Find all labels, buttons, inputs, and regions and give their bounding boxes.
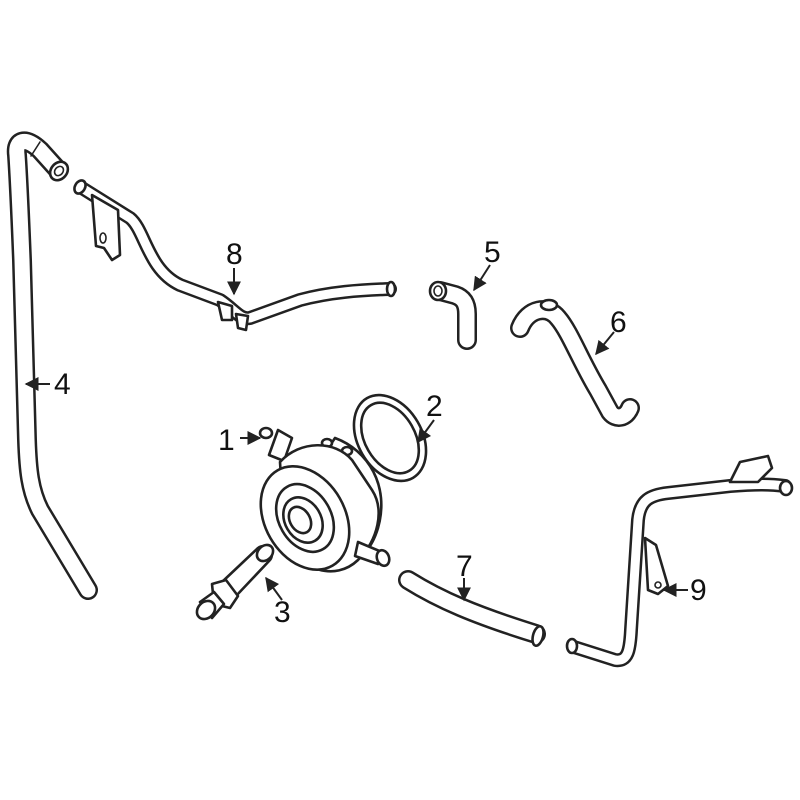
callout-8: 8 (226, 238, 243, 271)
part-8-metal-tube (73, 179, 397, 332)
part-9-metal-pipe (565, 454, 794, 668)
leader-5 (473, 264, 491, 292)
part-4-long-hose (6, 131, 98, 600)
part-7-straight-hose (398, 570, 546, 648)
part-6-curved-hose (510, 298, 640, 427)
part-2-o-ring (352, 393, 428, 483)
part-3-bolt (195, 543, 275, 621)
callout-9: 9 (690, 574, 707, 607)
callout-1: 1 (218, 424, 235, 457)
callout-6: 6 (610, 306, 627, 339)
callout-leaders (24, 264, 688, 602)
callout-4: 4 (54, 368, 71, 401)
callout-5: 5 (484, 236, 501, 269)
callout-7: 7 (456, 550, 473, 583)
callout-2: 2 (426, 390, 443, 423)
part-5-elbow-hose (428, 280, 477, 350)
callout-labels: 1 2 3 4 5 6 7 8 9 (54, 236, 707, 629)
part-1-oil-cooler (258, 426, 391, 573)
leader-6 (595, 331, 615, 356)
leader-2 (417, 419, 435, 444)
callout-3: 3 (274, 596, 291, 629)
leader-3 (265, 576, 283, 601)
